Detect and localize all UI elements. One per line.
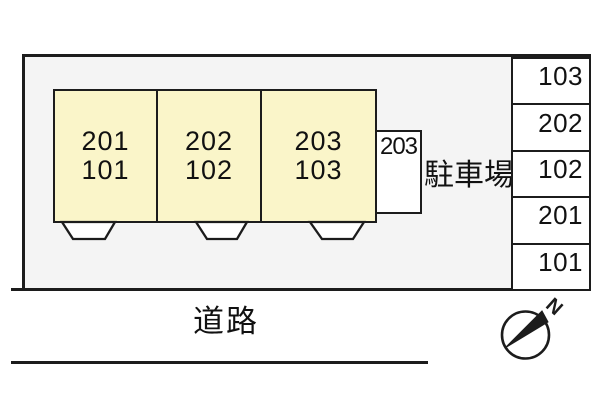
unit-number-lower: 102 — [184, 155, 234, 185]
unit-number-upper: 201 — [81, 126, 130, 156]
parking-stall: 103 — [511, 57, 591, 106]
stall-number: 101 — [538, 246, 583, 277]
unit-number-lower: 101 — [81, 155, 130, 185]
unit-number-upper: 202 — [184, 126, 234, 156]
parking-stall: 101 — [511, 242, 591, 292]
annex-box-203: 203 — [375, 130, 422, 214]
parking-label: 駐車場 — [424, 159, 514, 192]
stall-number: 103 — [538, 61, 583, 92]
boundary-extension-line — [11, 288, 27, 291]
unit-box-203-103: 203 103 — [260, 89, 377, 223]
unit-number-lower: 103 — [294, 155, 343, 185]
compass-circle — [500, 310, 551, 360]
annex-label: 203 — [379, 133, 418, 160]
road-line — [11, 361, 428, 364]
parking-stall: 201 — [511, 196, 591, 245]
stall-number: 201 — [538, 200, 583, 231]
unit-box-201-101: 201 101 — [53, 89, 158, 223]
compass: N — [500, 294, 567, 360]
compass-needle — [504, 310, 549, 349]
road-label: 道路 — [193, 304, 259, 339]
parking-stall: 202 — [511, 103, 591, 152]
stall-number: 202 — [538, 107, 583, 138]
stall-number: 102 — [538, 154, 583, 185]
unit-number-upper: 203 — [294, 126, 343, 156]
compass-north-label: N — [541, 294, 566, 320]
unit-box-202-102: 202 102 — [156, 89, 262, 223]
parking-stall-list: 103 202 102 201 101 — [511, 57, 591, 292]
parking-stall: 102 — [511, 149, 591, 199]
